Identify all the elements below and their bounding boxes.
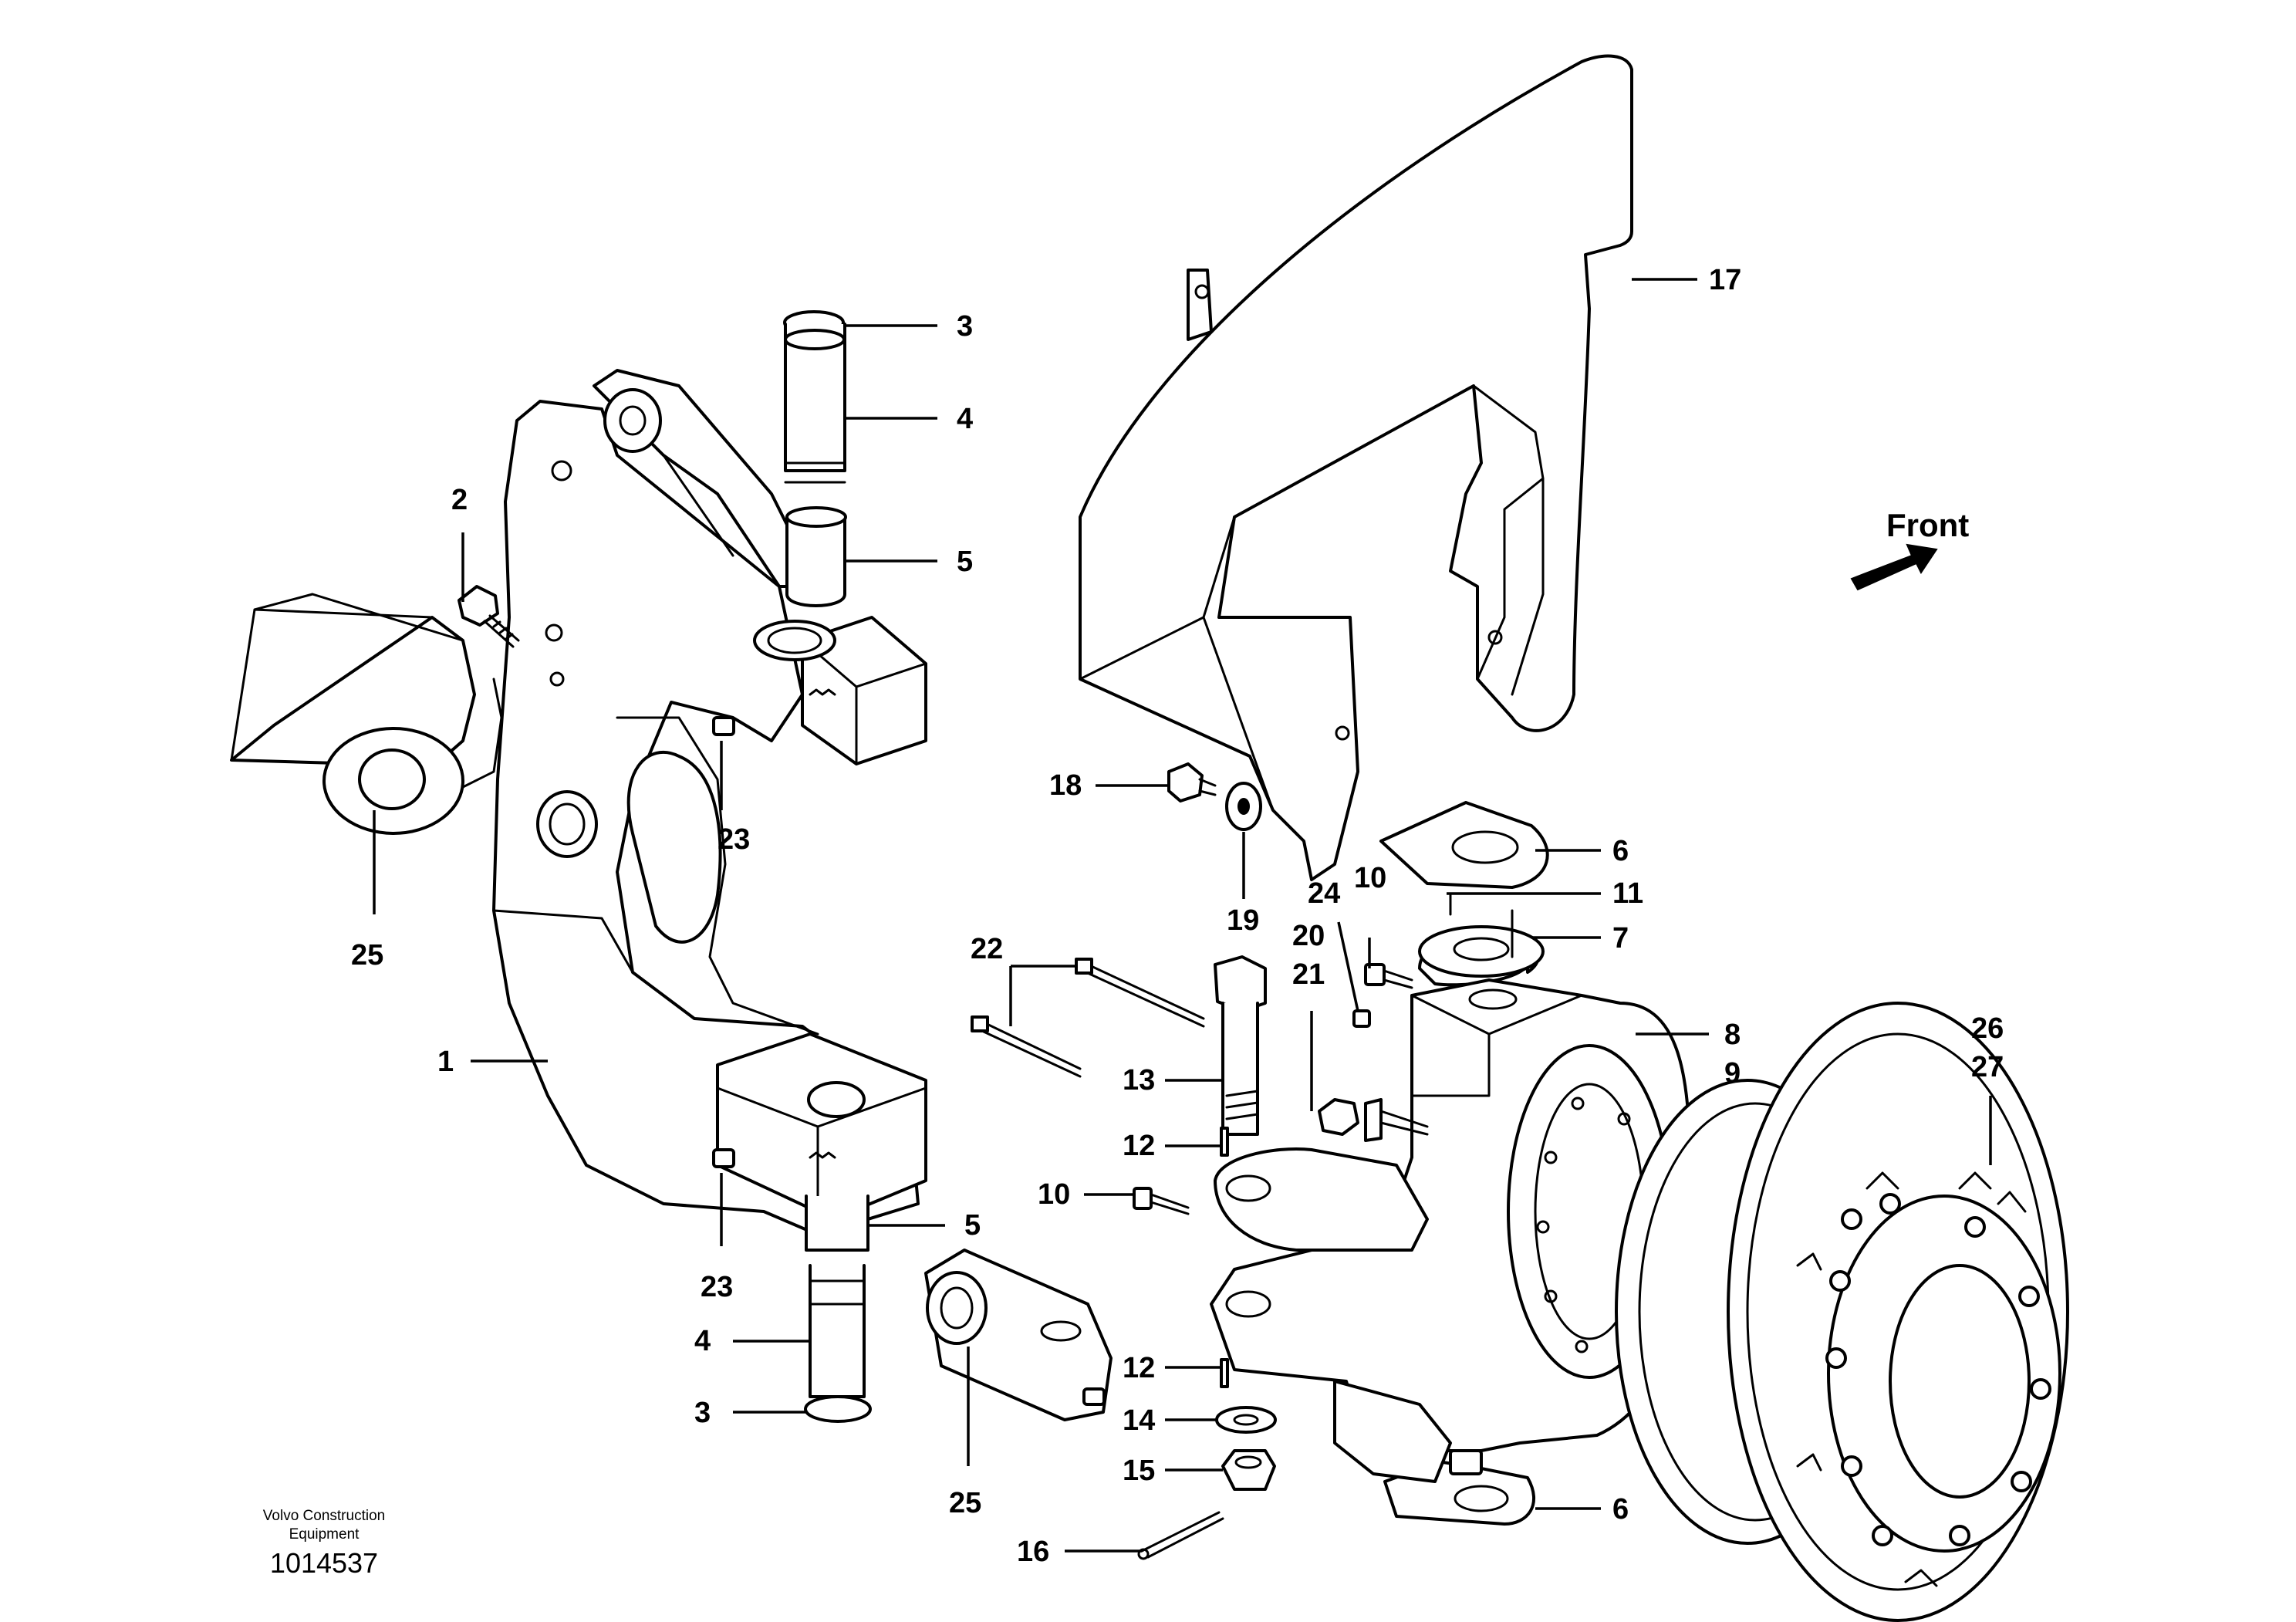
callout-15: 15 <box>1123 1455 1155 1487</box>
callout-25-upper: 25 <box>351 939 383 972</box>
callout-2: 2 <box>451 484 468 516</box>
callout-13: 13 <box>1123 1064 1155 1097</box>
wheel-hub-part <box>1615 1002 2069 1622</box>
callout-leaders <box>373 278 1992 1553</box>
steering-knuckle-part <box>1210 978 1691 1483</box>
callout-10-upper: 10 <box>1354 862 1386 894</box>
callout-12-lower: 12 <box>1123 1352 1155 1384</box>
callout-3-lower: 3 <box>694 1397 711 1429</box>
callout-19: 19 <box>1227 904 1259 937</box>
pivot-bracket-part <box>492 369 927 1236</box>
steering-arm-part <box>924 1249 1113 1421</box>
callout-25-lower: 25 <box>949 1487 981 1519</box>
callout-11: 11 <box>1612 877 1643 910</box>
brand-line-1: Volvo Construction <box>263 1508 385 1524</box>
grease-line-part <box>971 958 1429 1215</box>
callout-18: 18 <box>1049 769 1082 802</box>
callout-22: 22 <box>971 933 1003 965</box>
front-arrow-icon <box>1850 543 1938 591</box>
callout-10-lower: 10 <box>1038 1178 1070 1211</box>
brand-line-2: Equipment <box>289 1526 360 1543</box>
callout-23-lower: 23 <box>701 1271 733 1303</box>
document-number: 1014537 <box>270 1547 378 1579</box>
callout-21: 21 <box>1292 958 1325 991</box>
callout-9: 9 <box>1724 1057 1741 1090</box>
callout-20: 20 <box>1292 920 1325 952</box>
king-pin-bolt-part <box>1137 955 1277 1560</box>
bolt-washer-part <box>1167 762 1262 831</box>
callout-17: 17 <box>1709 264 1741 296</box>
callout-6-upper: 6 <box>1612 835 1629 867</box>
axle-beam-part <box>230 593 503 835</box>
upper-pin-part <box>783 310 847 607</box>
callout-6-lower: 6 <box>1612 1493 1629 1526</box>
callout-16: 16 <box>1017 1536 1049 1568</box>
callout-26: 26 <box>1971 1012 2004 1045</box>
callout-4-upper: 4 <box>957 403 973 435</box>
front-direction-label: Front <box>1886 507 1969 543</box>
callout-4-lower: 4 <box>694 1325 711 1357</box>
callout-1: 1 <box>437 1046 454 1078</box>
callout-12-upper: 12 <box>1123 1130 1155 1162</box>
callout-3-upper: 3 <box>957 310 973 343</box>
callout-23-upper: 23 <box>718 823 750 856</box>
callout-27: 27 <box>1971 1051 2004 1083</box>
callout-5-lower: 5 <box>964 1209 981 1242</box>
lower-pin-part <box>804 1195 872 1423</box>
callout-14: 14 <box>1123 1404 1155 1437</box>
callout-5-upper: 5 <box>957 546 973 578</box>
shield-plate-part <box>1079 54 1633 881</box>
callout-7: 7 <box>1612 922 1629 955</box>
bolt-part <box>458 585 520 648</box>
callout-8: 8 <box>1724 1019 1741 1051</box>
callout-24: 24 <box>1308 877 1340 910</box>
